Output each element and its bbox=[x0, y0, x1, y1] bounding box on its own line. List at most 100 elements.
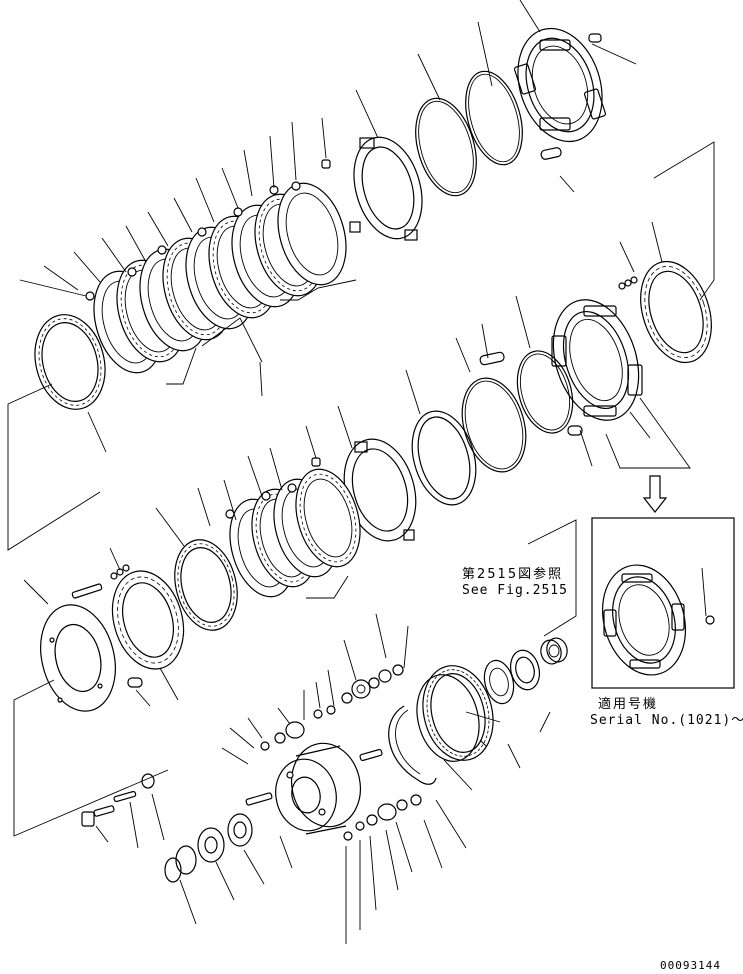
leader-line bbox=[269, 135, 275, 189]
leader-line bbox=[375, 613, 387, 659]
leader-line bbox=[43, 265, 79, 291]
leader-line bbox=[355, 89, 379, 139]
leader-line bbox=[247, 717, 263, 739]
inset-housing bbox=[601, 564, 687, 676]
friction-disc bbox=[295, 468, 361, 568]
leader-line bbox=[385, 829, 399, 891]
ring-gear bbox=[416, 665, 494, 762]
leader-line bbox=[539, 711, 551, 733]
gear-ring bbox=[640, 260, 712, 364]
leader-line bbox=[327, 669, 335, 707]
leader-line bbox=[455, 337, 471, 373]
leader-line bbox=[337, 405, 353, 449]
reaction-plate bbox=[40, 604, 116, 712]
leader-line bbox=[369, 835, 377, 911]
leader-line bbox=[395, 821, 413, 873]
serial-note-jp: 適用号機 bbox=[598, 697, 659, 712]
leader-line bbox=[651, 221, 663, 263]
leader-line bbox=[129, 801, 139, 849]
plate-inner bbox=[285, 192, 339, 276]
leader-line bbox=[507, 743, 521, 769]
leader-line bbox=[443, 759, 473, 791]
friction-disc bbox=[34, 314, 106, 410]
pin bbox=[127, 677, 143, 688]
middle-clutch-stack bbox=[225, 468, 361, 598]
reference-note-jp: 第2515図参照 bbox=[462, 567, 564, 582]
leader-line bbox=[465, 711, 501, 723]
carrier-assembly bbox=[81, 519, 577, 883]
leader-line bbox=[477, 21, 493, 87]
leader-line bbox=[173, 197, 193, 233]
upper-clutch-pack bbox=[7, 27, 715, 551]
leader-line bbox=[277, 707, 291, 725]
pin bbox=[540, 147, 562, 160]
washer bbox=[225, 509, 235, 519]
inset-frame bbox=[591, 517, 735, 689]
bearing bbox=[509, 649, 541, 691]
snap-ring bbox=[388, 705, 437, 785]
leader-line bbox=[515, 295, 531, 349]
leader-line bbox=[147, 211, 169, 247]
leader-line bbox=[629, 411, 651, 439]
leader-line bbox=[291, 121, 297, 181]
leader-line bbox=[579, 429, 593, 467]
washer bbox=[157, 245, 167, 255]
arrow-down-icon bbox=[642, 475, 668, 513]
leader-line bbox=[403, 625, 409, 669]
planet-gear-set bbox=[260, 664, 404, 751]
pin bbox=[311, 457, 321, 467]
leader-line bbox=[417, 53, 441, 101]
serial-note-en: Serial No.(1021)～ bbox=[590, 713, 743, 728]
o-ring bbox=[516, 350, 574, 434]
disc-teeth bbox=[299, 473, 357, 563]
leader-line bbox=[87, 411, 107, 453]
bolt-group bbox=[71, 564, 130, 599]
planet-gear-set bbox=[343, 794, 422, 841]
leader-lines bbox=[19, 0, 707, 944]
drawing-number: 00093144 bbox=[660, 959, 721, 972]
shaft bbox=[245, 792, 273, 806]
leader-line bbox=[321, 117, 327, 159]
leader-line bbox=[559, 175, 575, 193]
bolt bbox=[81, 805, 115, 827]
leader-line bbox=[247, 455, 263, 497]
leader-line bbox=[109, 547, 121, 571]
o-ring bbox=[465, 70, 523, 166]
pin bbox=[479, 351, 505, 366]
leader-line bbox=[269, 447, 283, 491]
shaft bbox=[359, 748, 383, 762]
bearing-set bbox=[164, 813, 253, 883]
leader-line bbox=[155, 507, 185, 547]
friction-disc bbox=[174, 539, 238, 631]
leader-line bbox=[221, 167, 239, 209]
washer bbox=[85, 291, 95, 301]
washer bbox=[197, 227, 207, 237]
middle-housing bbox=[551, 299, 643, 421]
o-ring bbox=[461, 377, 527, 473]
washer bbox=[233, 207, 243, 217]
leader-line bbox=[229, 727, 255, 749]
leader-line bbox=[221, 747, 249, 765]
planet-carrier bbox=[275, 742, 361, 835]
leader-line bbox=[19, 279, 87, 297]
pin bbox=[567, 425, 583, 436]
leader-line bbox=[479, 739, 487, 747]
leader-line bbox=[197, 487, 211, 527]
leader-line bbox=[423, 819, 443, 869]
leader-line bbox=[195, 177, 215, 223]
leader-line bbox=[305, 425, 317, 459]
leader-line bbox=[405, 369, 421, 415]
washer bbox=[141, 773, 155, 789]
leader-line bbox=[243, 149, 253, 197]
leader-line bbox=[223, 479, 237, 521]
leader-line bbox=[101, 237, 127, 273]
leader-line bbox=[125, 225, 147, 263]
leader-line bbox=[435, 799, 467, 849]
leader-line bbox=[279, 835, 293, 869]
middle-clutch-pack bbox=[13, 350, 574, 837]
leader-line bbox=[259, 361, 263, 397]
leader-line bbox=[215, 861, 235, 901]
bolt bbox=[705, 615, 715, 625]
pin bbox=[321, 159, 331, 169]
